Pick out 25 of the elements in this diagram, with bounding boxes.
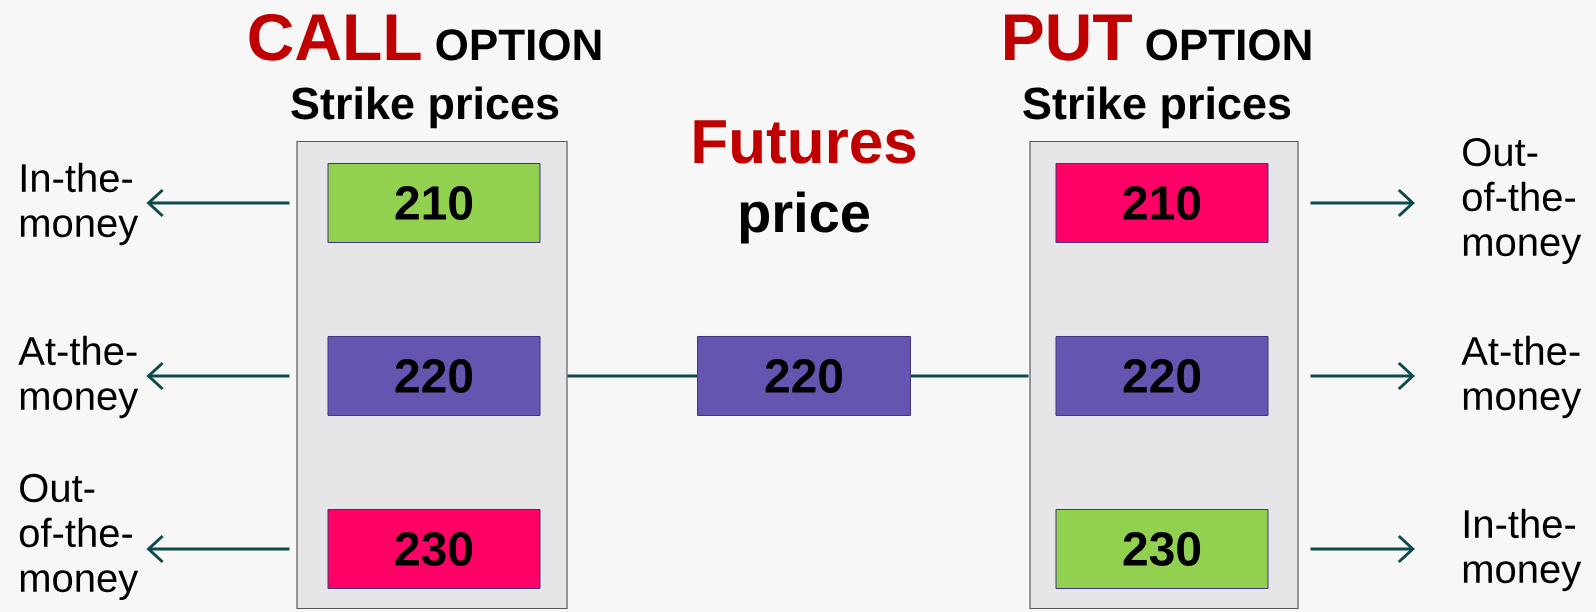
moneyness-label: At-the-money: [18, 335, 139, 419]
moneyness-label: In-the-money: [1463, 508, 1582, 592]
price-box: 230: [1055, 509, 1269, 589]
option-heading: PUT OPTION: [1005, 14, 1311, 61]
price-box: 220: [697, 336, 911, 416]
arrow: [1310, 534, 1415, 564]
arrow: [146, 534, 290, 564]
price-box: 230: [327, 509, 541, 589]
moneyness-label: In-the-money: [20, 162, 139, 246]
panel-heading: Strike prices: [1023, 86, 1291, 129]
option-heading: CALL OPTION: [249, 13, 601, 61]
price-box: 210: [1055, 163, 1269, 243]
arrow: [146, 361, 290, 391]
moneyness-label: At-the-money: [1461, 335, 1582, 419]
price-heading: price: [740, 191, 869, 244]
price-box: 220: [1055, 336, 1269, 416]
price-box: 210: [327, 163, 541, 243]
arrow: [1310, 188, 1415, 218]
arrow: [146, 188, 290, 218]
moneyness-label: Out-of-the-money: [1462, 137, 1582, 265]
price-box: 220: [327, 336, 541, 416]
moneyness-label: Out-of-the-money: [19, 473, 139, 601]
panel-heading: Strike prices: [291, 86, 559, 129]
price-heading: Futures: [694, 120, 916, 164]
arrow: [1310, 361, 1415, 391]
